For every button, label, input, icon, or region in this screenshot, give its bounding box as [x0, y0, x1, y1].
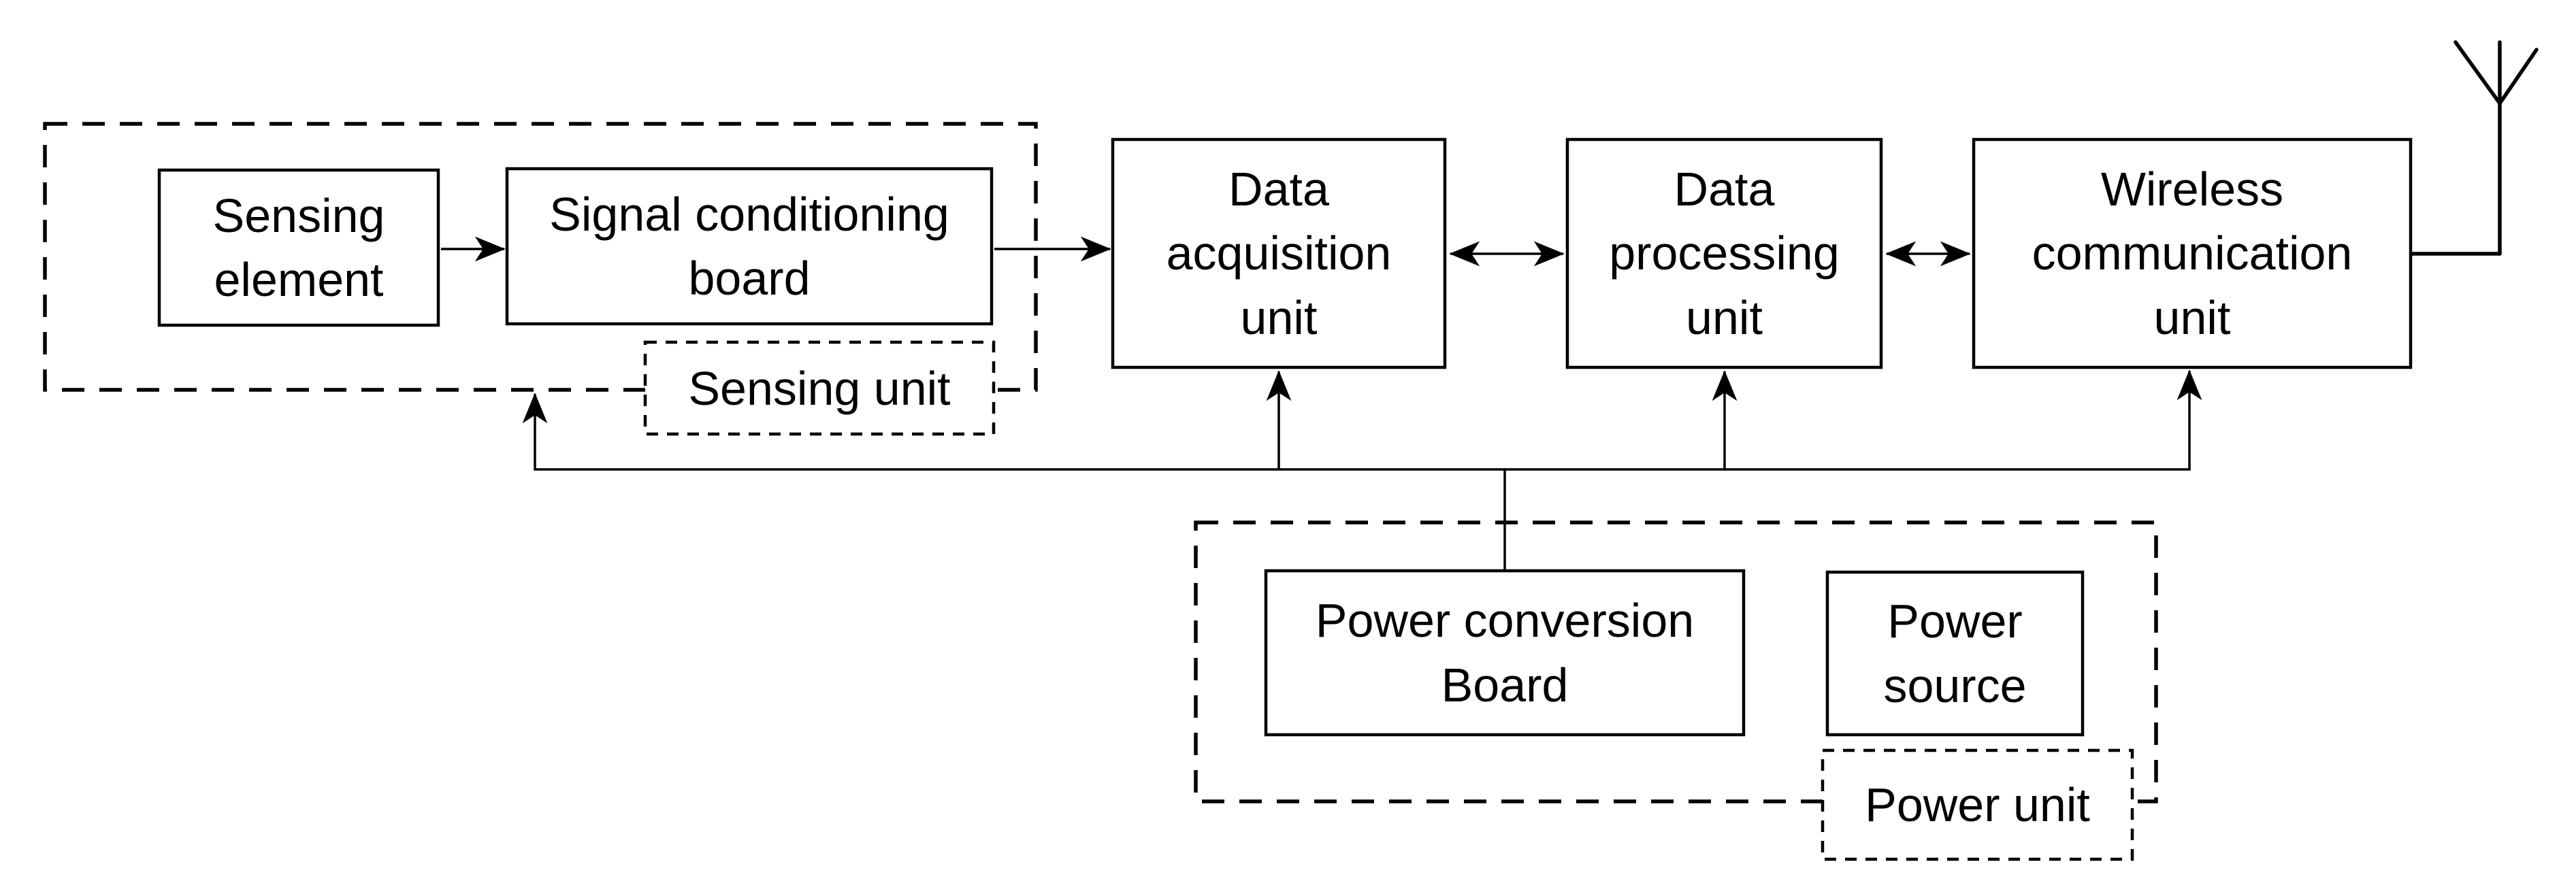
antenna-icon [2410, 40, 2539, 256]
power-source-label: Power source [1883, 595, 2027, 712]
data-processing-unit-label: Data processing unit [1609, 162, 1840, 344]
sensing-unit-group-label: Sensing unit [688, 361, 951, 415]
signal-conditioning-board-label: Signal conditioning board [549, 187, 949, 305]
data-acquisition-unit-label: Data acquisition unit [1166, 162, 1392, 344]
wireless-communication-unit-label: Wireless communication unit [2032, 162, 2353, 344]
power-unit-group-label: Power unit [1865, 778, 2090, 831]
power-conversion-board-label: Power conversion Board [1315, 594, 1695, 712]
sensing-element-label: Sensing element [212, 188, 385, 307]
